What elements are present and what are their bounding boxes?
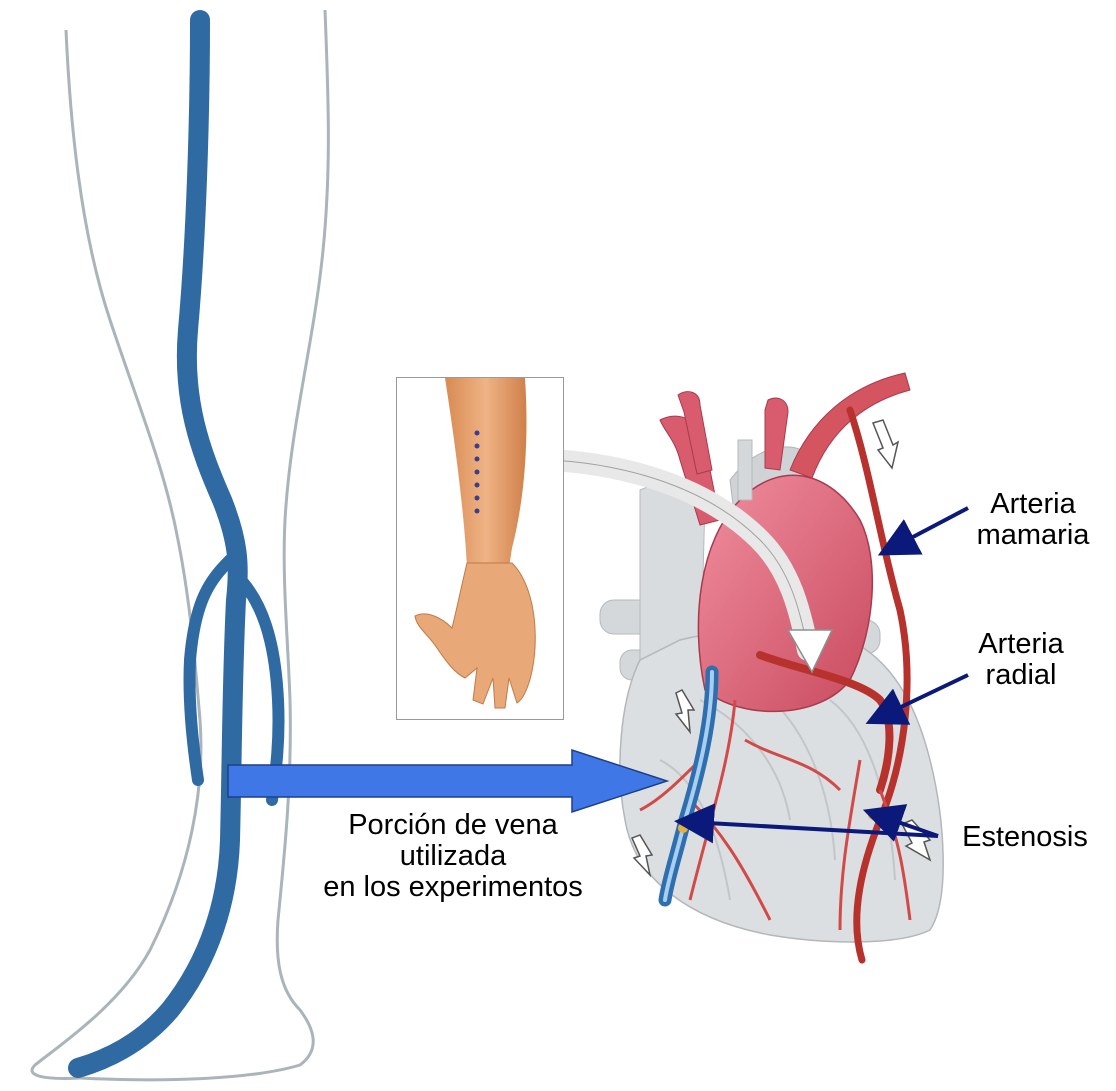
leg-outline-left [32, 30, 201, 1078]
label-radial-line1: Arteria [966, 629, 1076, 660]
leg-illustration [32, 10, 328, 1080]
label-mammary-artery: Arteria mamaria [968, 489, 1098, 551]
label-vein-portion: Porción de vena utilizada en los experim… [298, 810, 608, 903]
label-radial-artery: Arteria radial [966, 629, 1076, 691]
hand [415, 563, 535, 708]
label-radial-line2: radial [966, 660, 1076, 691]
arm-inset-box [396, 377, 564, 720]
stenosis-marker-right [868, 810, 878, 820]
label-vein-line1: Porción de vena [298, 810, 608, 841]
label-vein-line3: en los experimentos [298, 872, 608, 903]
saphenous-vein [78, 20, 238, 1068]
label-stenosis: Estenosis [945, 822, 1105, 853]
heart-illustration [600, 373, 943, 960]
forearm [445, 378, 526, 568]
big-blue-arrow [228, 750, 667, 812]
label-mammary-line2: mamaria [968, 520, 1098, 551]
label-vein-line2: utilizada [298, 841, 608, 872]
mammary-label-arrow [892, 508, 968, 548]
gray-vessel-stub [738, 440, 752, 500]
label-mammary-line1: Arteria [968, 489, 1098, 520]
stenosis-marker-left [678, 823, 688, 833]
arm-illustration [397, 378, 563, 719]
